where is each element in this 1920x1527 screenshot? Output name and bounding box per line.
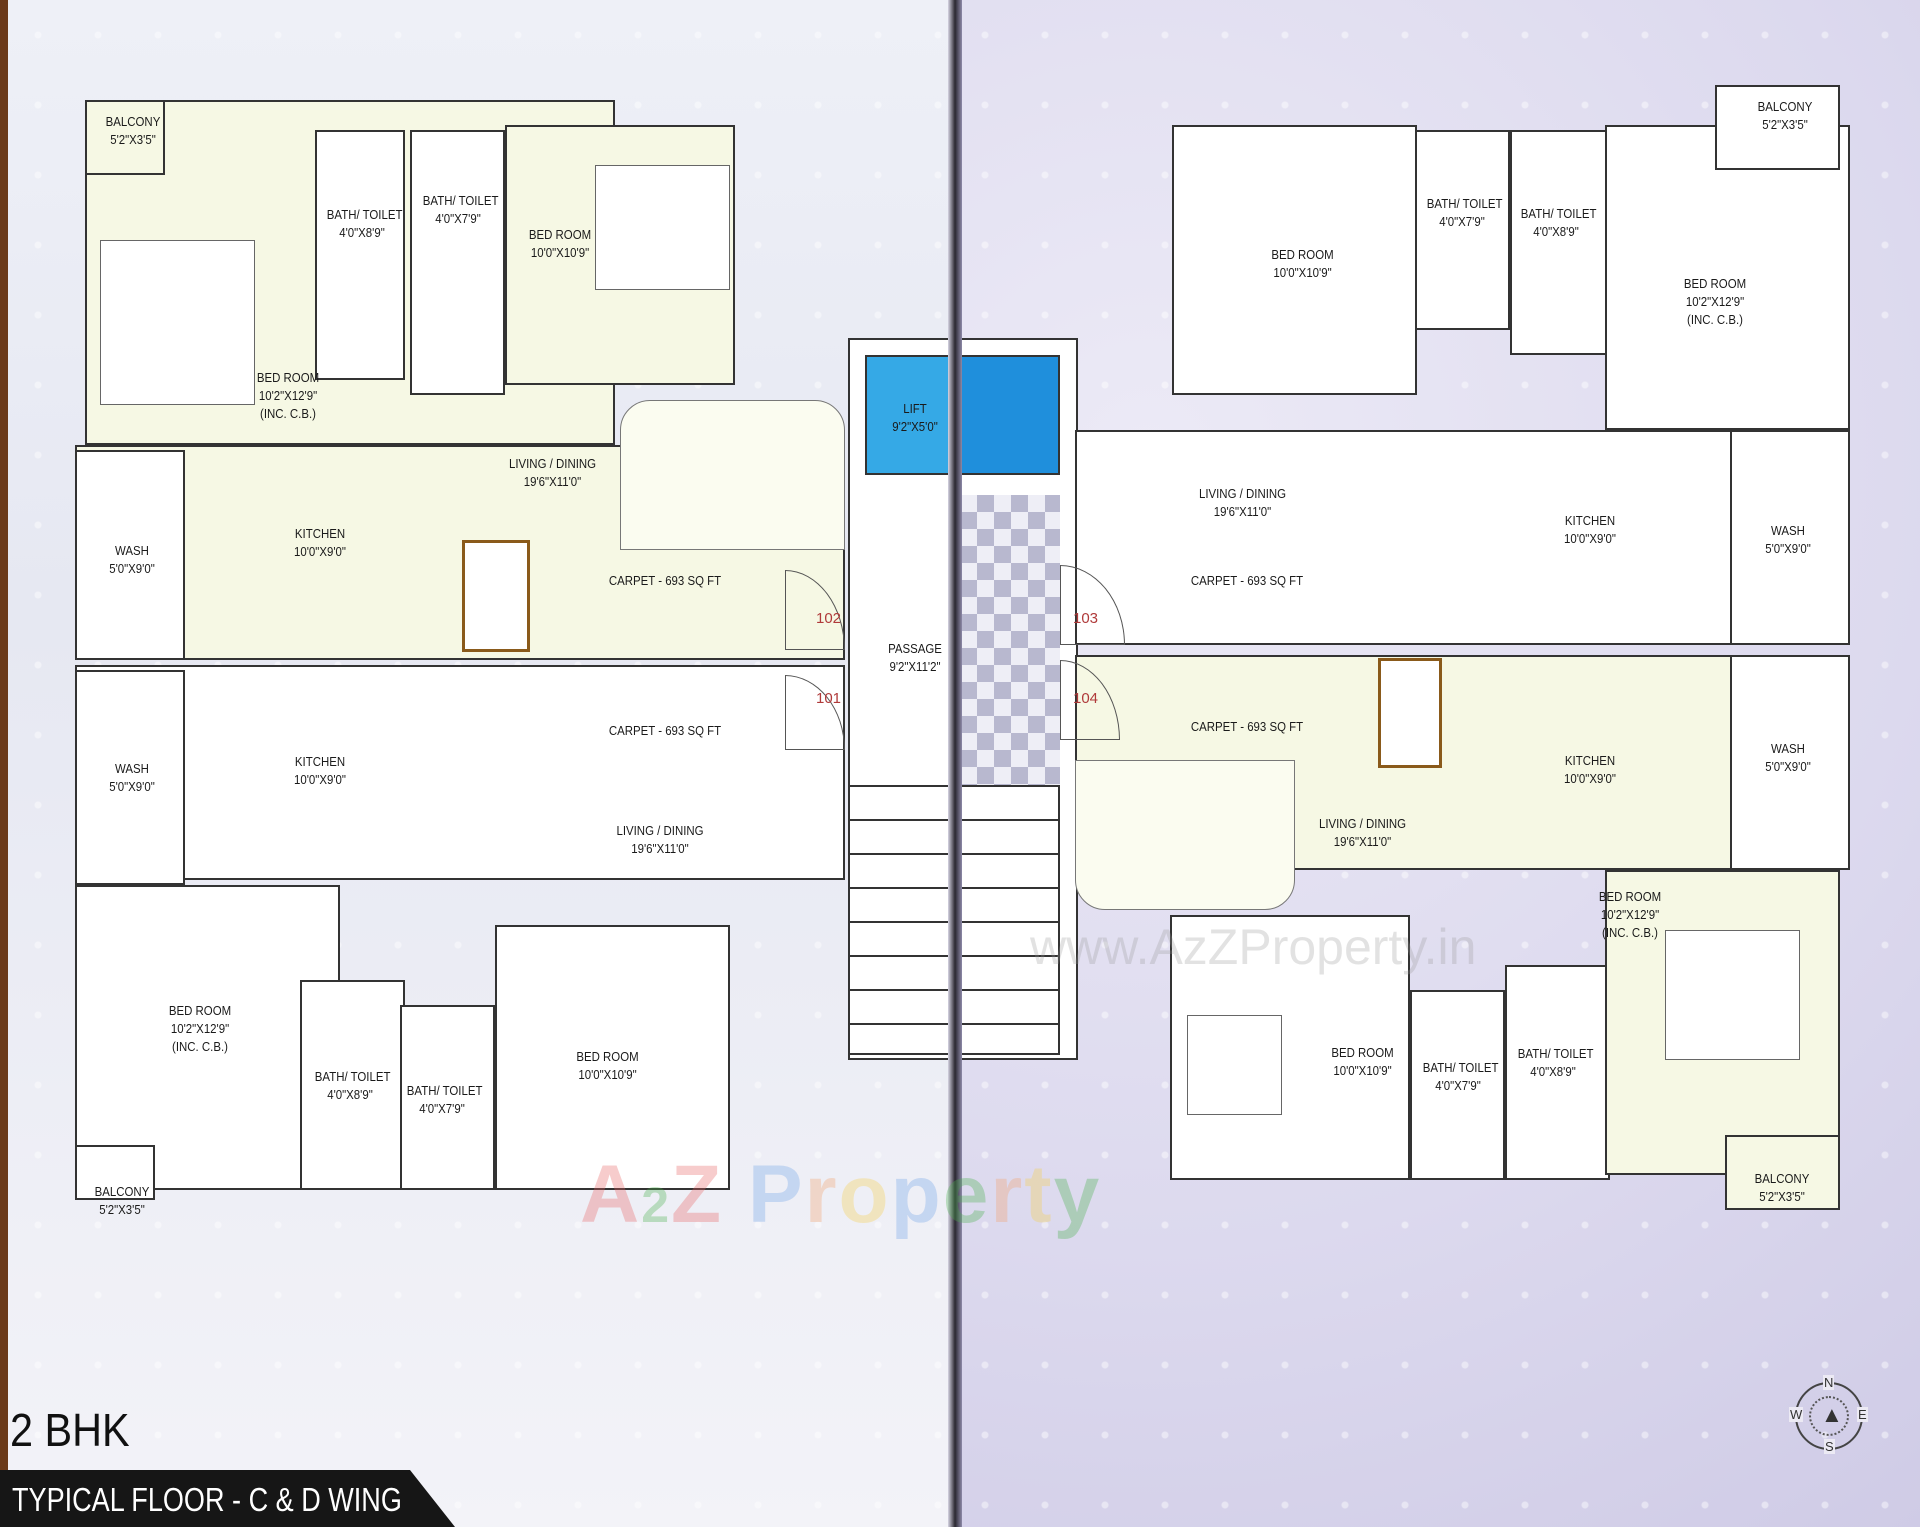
bed-icon [100,240,255,405]
book-spine [948,0,962,1527]
bath-1-104 [1410,990,1505,1180]
balcony-103 [1715,85,1840,170]
north-arrow-icon: ▲ [1821,1402,1843,1427]
floor-banner: TYPICAL FLOOR - C & D WING [0,1470,455,1527]
bath-2-101 [400,1005,495,1190]
compass-icon: ▲ N S E W [1789,1375,1868,1454]
bedroom-large-103 [1605,125,1850,430]
wash-101 [75,670,185,885]
bath-2-102 [410,130,505,395]
bath-1-102 [315,130,405,380]
balcony-104 [1725,1135,1840,1210]
unit-number: 103 [1073,610,1099,627]
bed-icon [1187,1015,1282,1115]
wash-104 [1730,655,1850,870]
carpet-area-label: CARPET - 693 SQ FT [608,573,722,588]
watermark-logo: A2Z Property [580,1149,1102,1240]
bath-1-101 [300,980,405,1190]
sofa-icon [1075,760,1295,910]
bath-2-104 [1505,965,1610,1180]
watermark-url: www.AzZProperty.in [1030,919,1477,975]
living-zone-101 [75,665,845,880]
carpet-area-label: CARPET - 693 SQ FT [1190,573,1304,588]
bedroom-small-101 [495,925,730,1190]
bedroom-small-103 [1172,125,1417,395]
dining-table-icon [1378,658,1442,768]
unit-number: 104 [1073,690,1099,707]
balcony-101 [75,1145,155,1200]
passage-floor-tiles [960,495,1060,785]
bed-icon [1665,930,1800,1060]
bath-1-103 [1415,130,1510,330]
bed-icon [595,165,730,290]
dining-table-icon [462,540,530,652]
lift-shaft-right [957,355,1060,475]
unit-type-title: 2 BHK [10,1404,130,1456]
wash-103 [1730,430,1850,645]
carpet-area-label: CARPET - 693 SQ FT [608,723,722,738]
bath-2-103 [1510,130,1610,355]
floor-label: TYPICAL FLOOR - C & D WING [12,1481,402,1518]
unit-number: 101 [816,690,842,707]
wash-102 [75,450,185,660]
unit-number: 102 [816,610,842,627]
lift-shaft [865,355,957,475]
bedroom-large-101 [75,885,340,1190]
carpet-area-label: CARPET - 693 SQ FT [1190,719,1304,734]
sofa-icon [620,400,845,550]
balcony-102 [85,100,165,175]
living-zone-103 [1075,430,1850,645]
